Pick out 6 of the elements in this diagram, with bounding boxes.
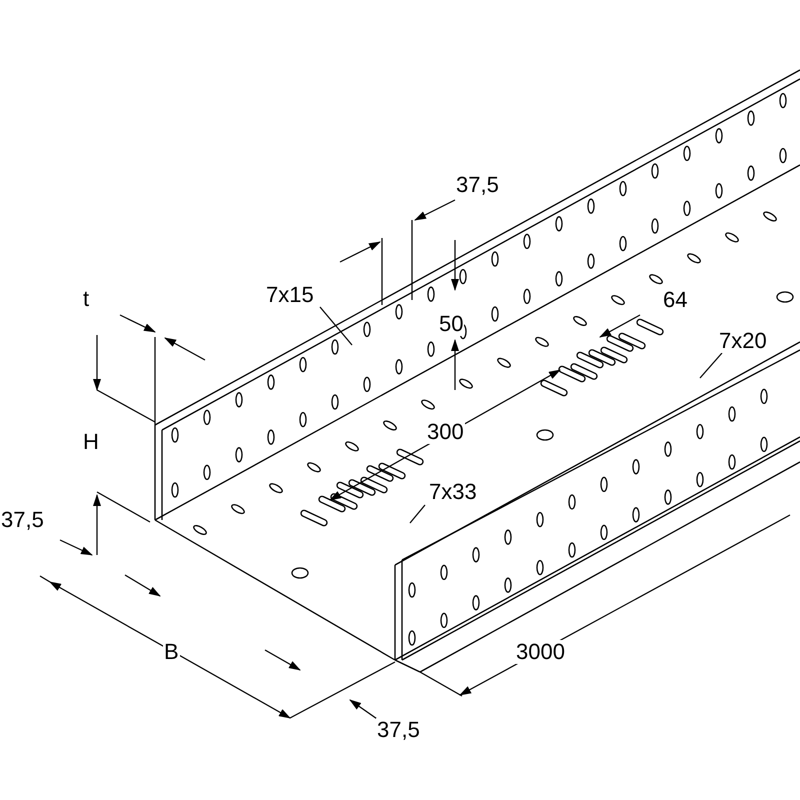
dimension-label: 3000 [515, 640, 566, 664]
dimension-label: 37,5 [376, 718, 421, 742]
leader-line [700, 352, 722, 378]
leader-line [320, 306, 352, 346]
leader-line [410, 504, 426, 524]
dimension-label: 300 [426, 420, 465, 444]
